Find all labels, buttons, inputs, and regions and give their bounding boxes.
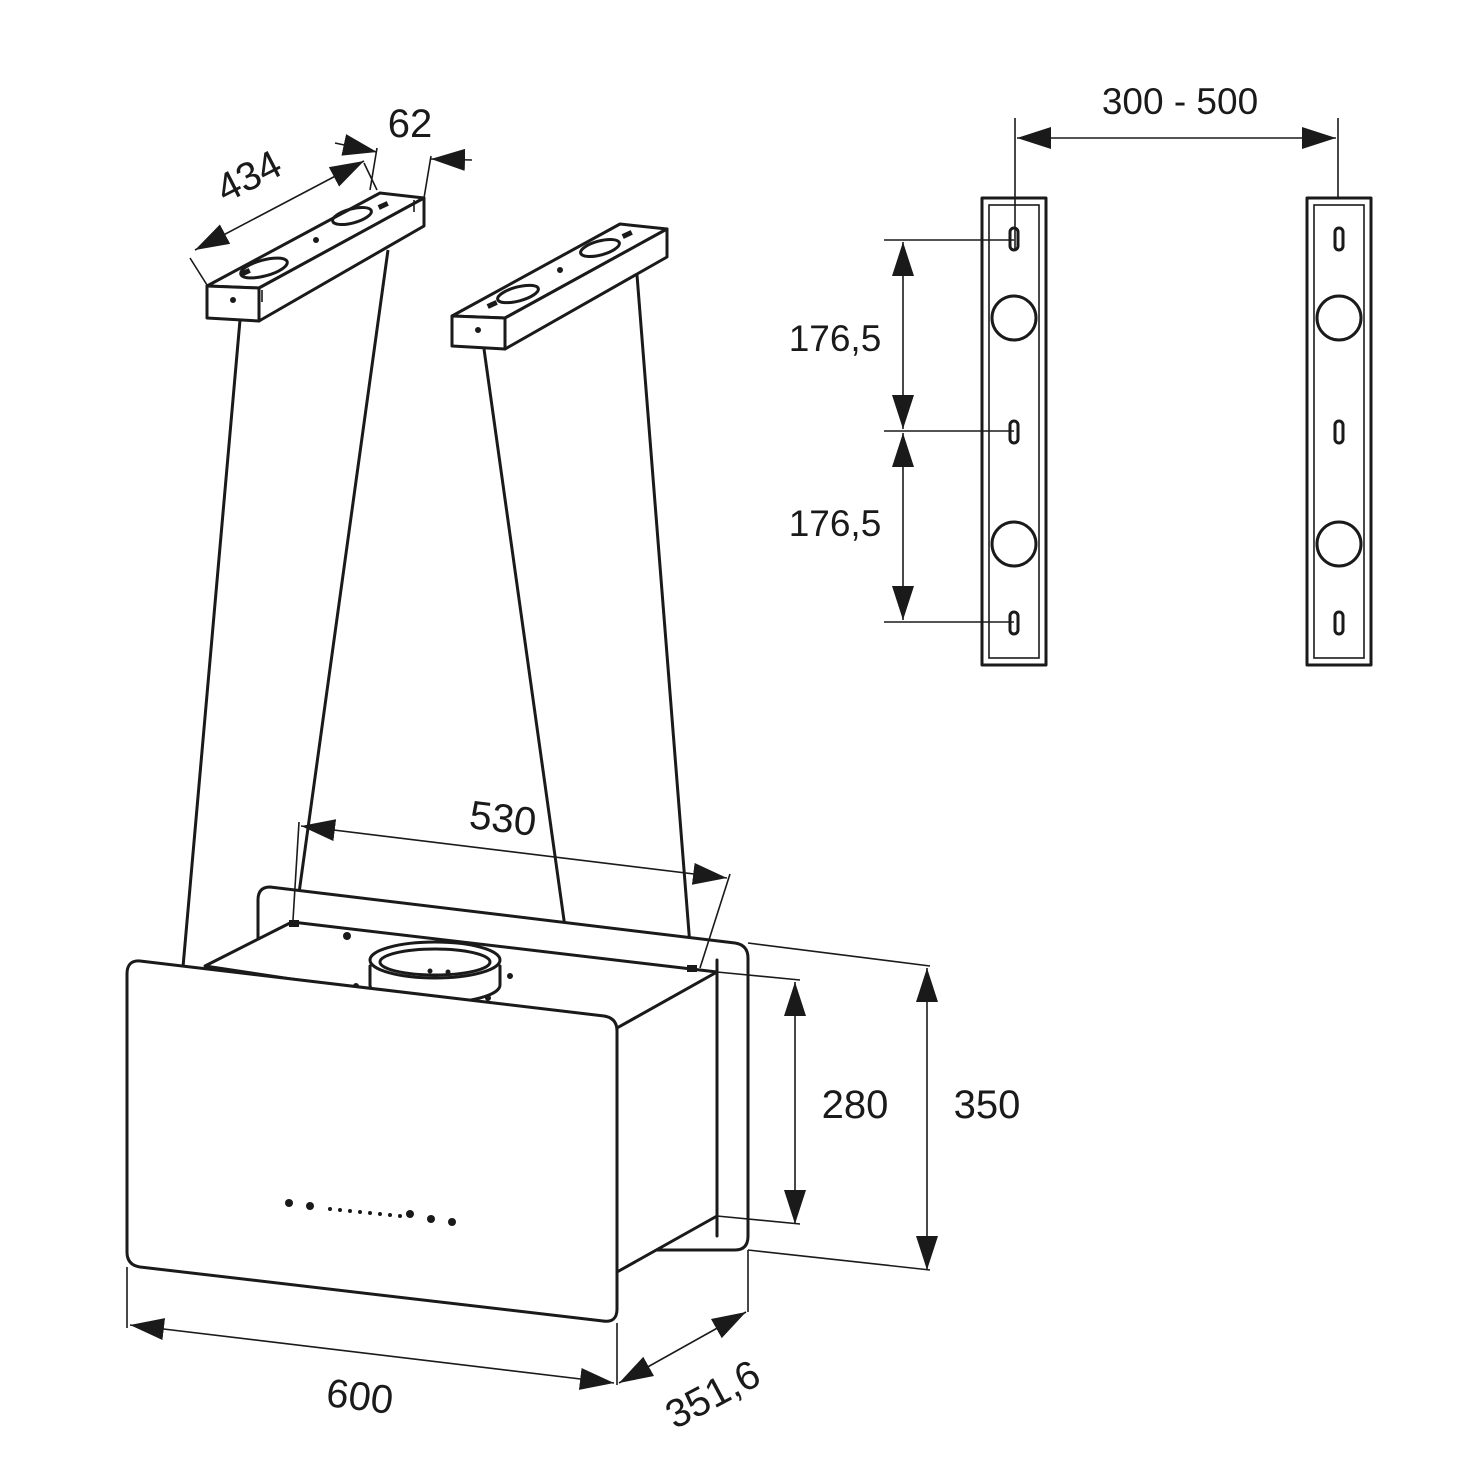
- label-width: 600: [324, 1371, 396, 1423]
- dimension-depth: [618, 1250, 749, 1384]
- hood-body: [125, 885, 750, 1323]
- dimension-rail-spacing: [1014, 118, 1339, 250]
- dimension-rail-length: [189, 160, 378, 286]
- label-rail-width: 62: [388, 102, 433, 146]
- dimension-cable-spacing: [292, 819, 731, 969]
- dimension-rail-width: [334, 134, 473, 199]
- left-ceiling-rail: [205, 191, 426, 323]
- label-depth: 351,6: [658, 1352, 767, 1438]
- label-hole-spacing-lower: 176,5: [789, 503, 882, 544]
- suspension-cables: [181, 249, 694, 1014]
- dimension-front-height: [716, 971, 806, 1225]
- right-ceiling-rail: [450, 222, 669, 351]
- label-rail-length: 434: [209, 142, 288, 212]
- dimension-hole-spacing: [884, 239, 1014, 623]
- label-cable-spacing: 530: [467, 793, 539, 845]
- rail-top-view-right: [1305, 196, 1373, 667]
- label-front-height: 280: [822, 1083, 889, 1127]
- label-rail-spacing: 300 - 500: [1102, 81, 1258, 122]
- dimension-total-height: [747, 942, 938, 1271]
- label-hole-spacing-upper: 176,5: [789, 318, 882, 359]
- label-total-height: 350: [954, 1083, 1021, 1127]
- control-panel-buttons: [285, 1199, 456, 1226]
- dimension-width: [126, 1267, 618, 1390]
